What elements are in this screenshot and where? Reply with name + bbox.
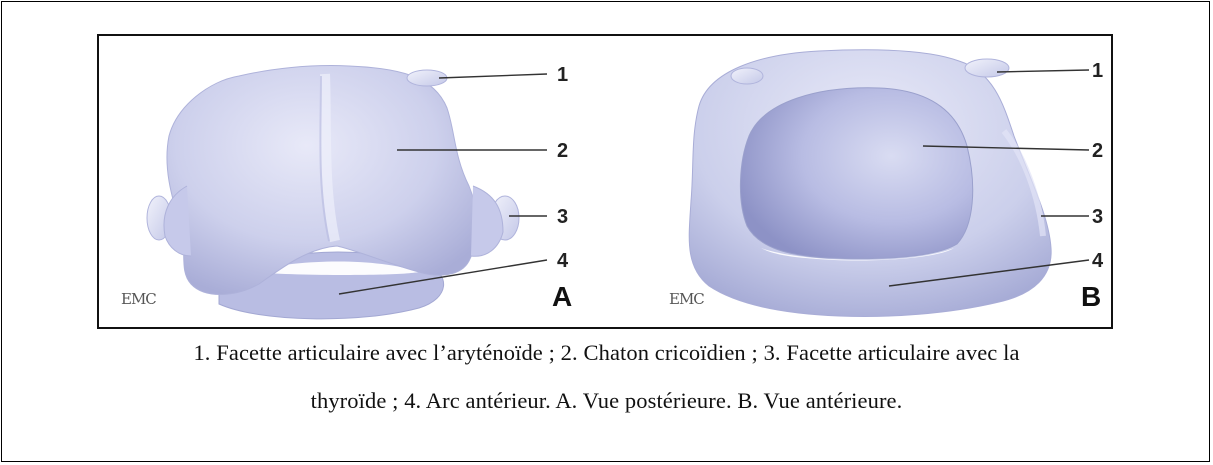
view-label-b: B (1081, 281, 1101, 312)
figure-panel: 1 2 3 4 EMC A 1 2 3 4 E (97, 34, 1113, 329)
cricoid-anterior-view (689, 50, 1051, 317)
view-label-a: A (552, 281, 572, 312)
caption-line-1: 1. Facette articulaire avec l’aryténoïde… (10, 340, 1203, 366)
cricoid-posterior-view (147, 66, 519, 319)
leader-line-1a (439, 74, 547, 78)
leader-line-1b (997, 70, 1089, 72)
callout-1b: 1 (1092, 60, 1103, 82)
lumen-cavity (740, 88, 972, 259)
callout-3b: 3 (1092, 206, 1103, 228)
cricoid-illustration: 1 2 3 4 EMC A 1 2 3 4 E (99, 36, 1111, 327)
callout-2a: 2 (557, 140, 568, 162)
arytenoid-facet-b (965, 59, 1009, 77)
emc-logo-b: EMC (669, 290, 704, 308)
caption-line-2: thyroïde ; 4. Arc antérieur. A. Vue post… (10, 388, 1203, 414)
callout-4a: 4 (557, 250, 569, 272)
emc-logo-a: EMC (121, 290, 156, 308)
callout-4b: 4 (1092, 250, 1104, 272)
callout-2b: 2 (1092, 140, 1103, 162)
callout-1a: 1 (557, 64, 568, 86)
callout-3a: 3 (557, 206, 568, 228)
